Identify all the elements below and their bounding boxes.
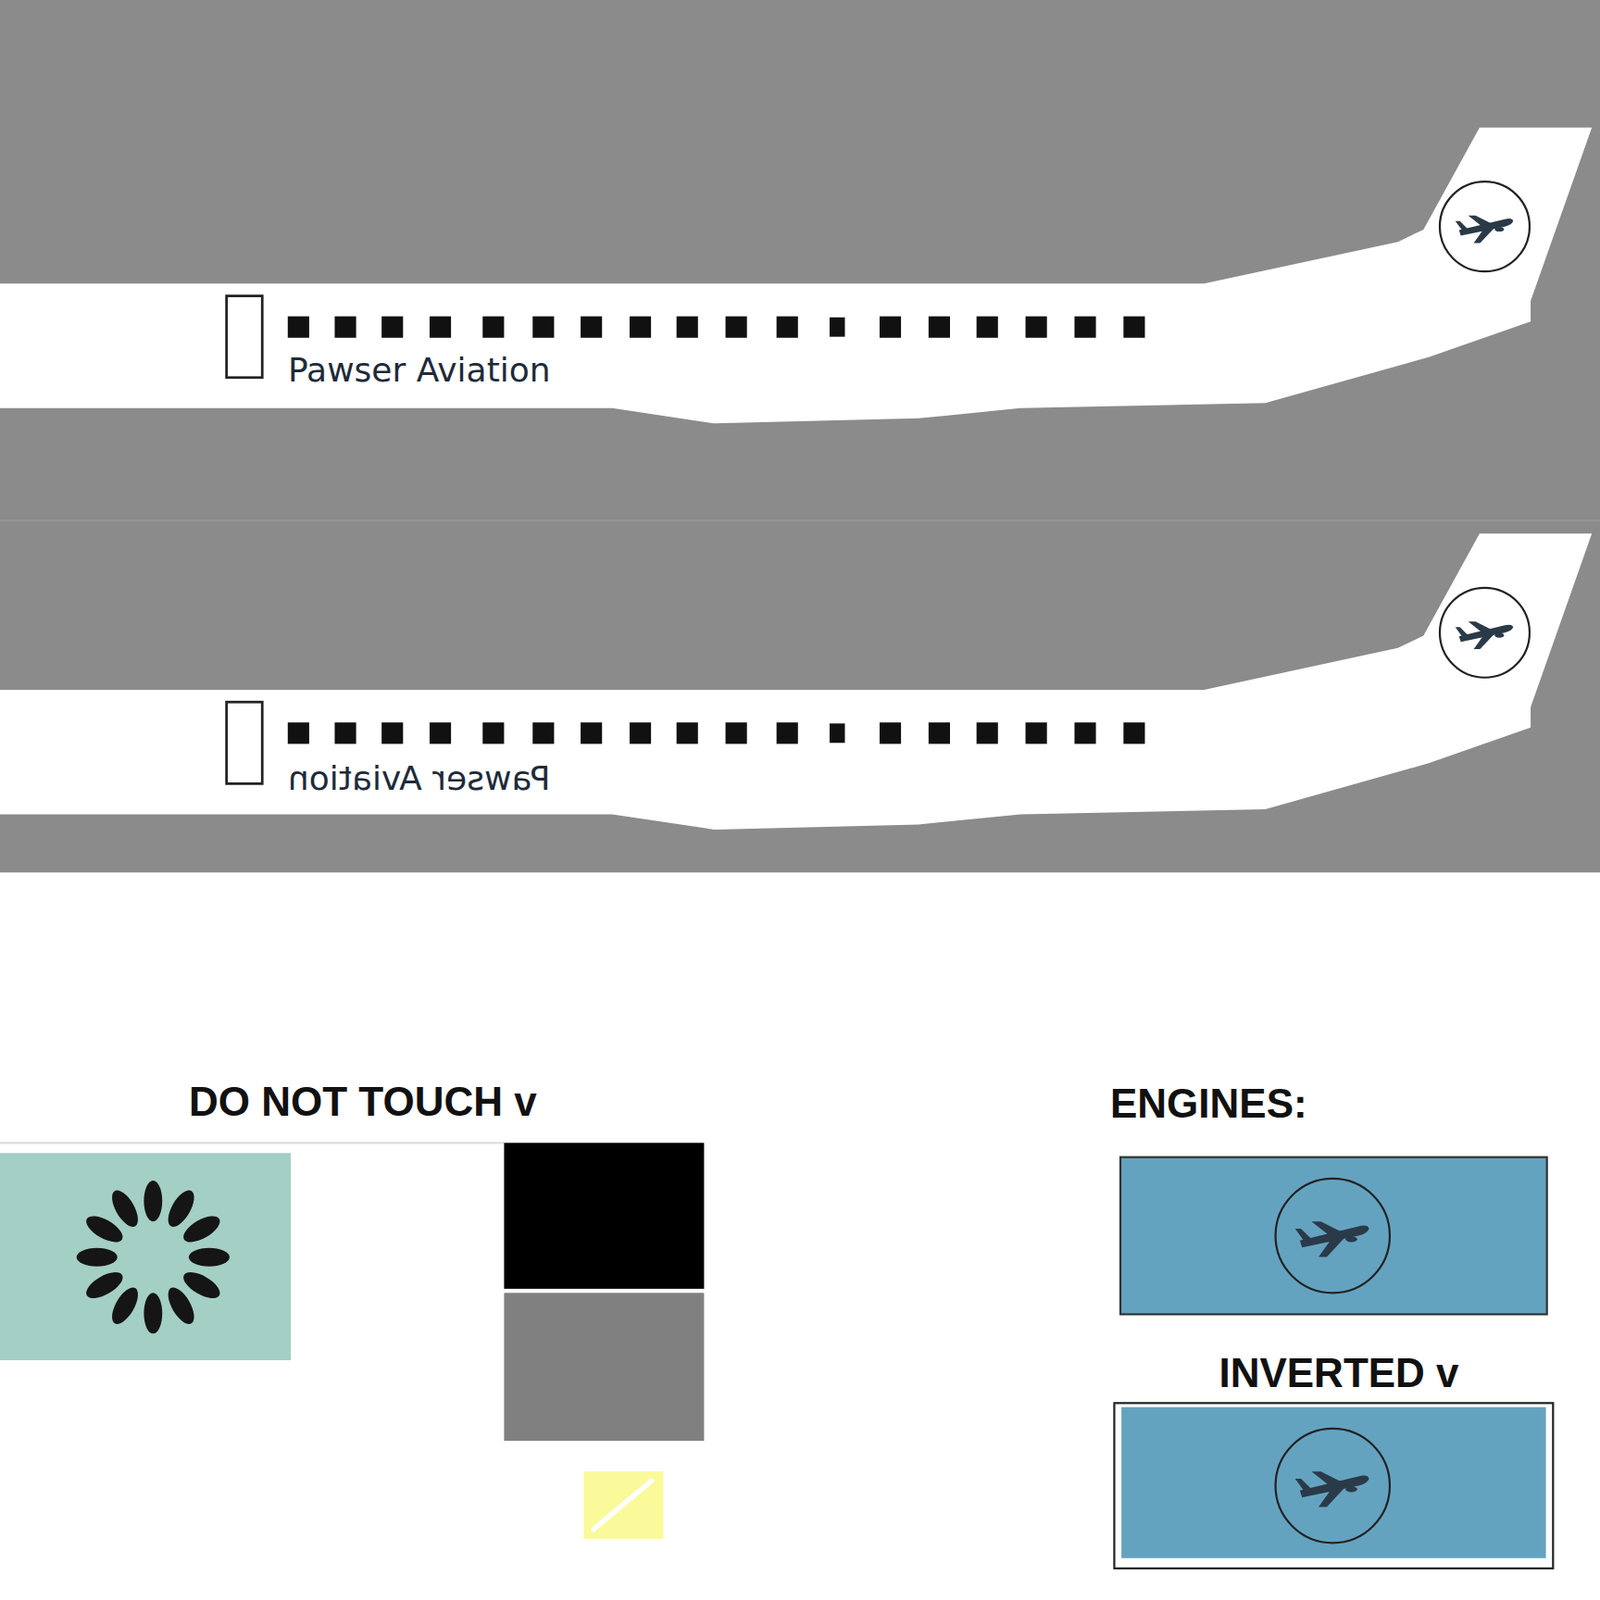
section-heading: ENGINES: bbox=[1110, 1079, 1308, 1129]
section-heading: DO NOT TOUCH v bbox=[188, 1077, 538, 1127]
livery-name: Pawser Aviation bbox=[287, 350, 551, 390]
section-heading: INVERTED v bbox=[1218, 1349, 1459, 1399]
livery-name-mirrored: Pawser Aviation bbox=[287, 758, 551, 799]
